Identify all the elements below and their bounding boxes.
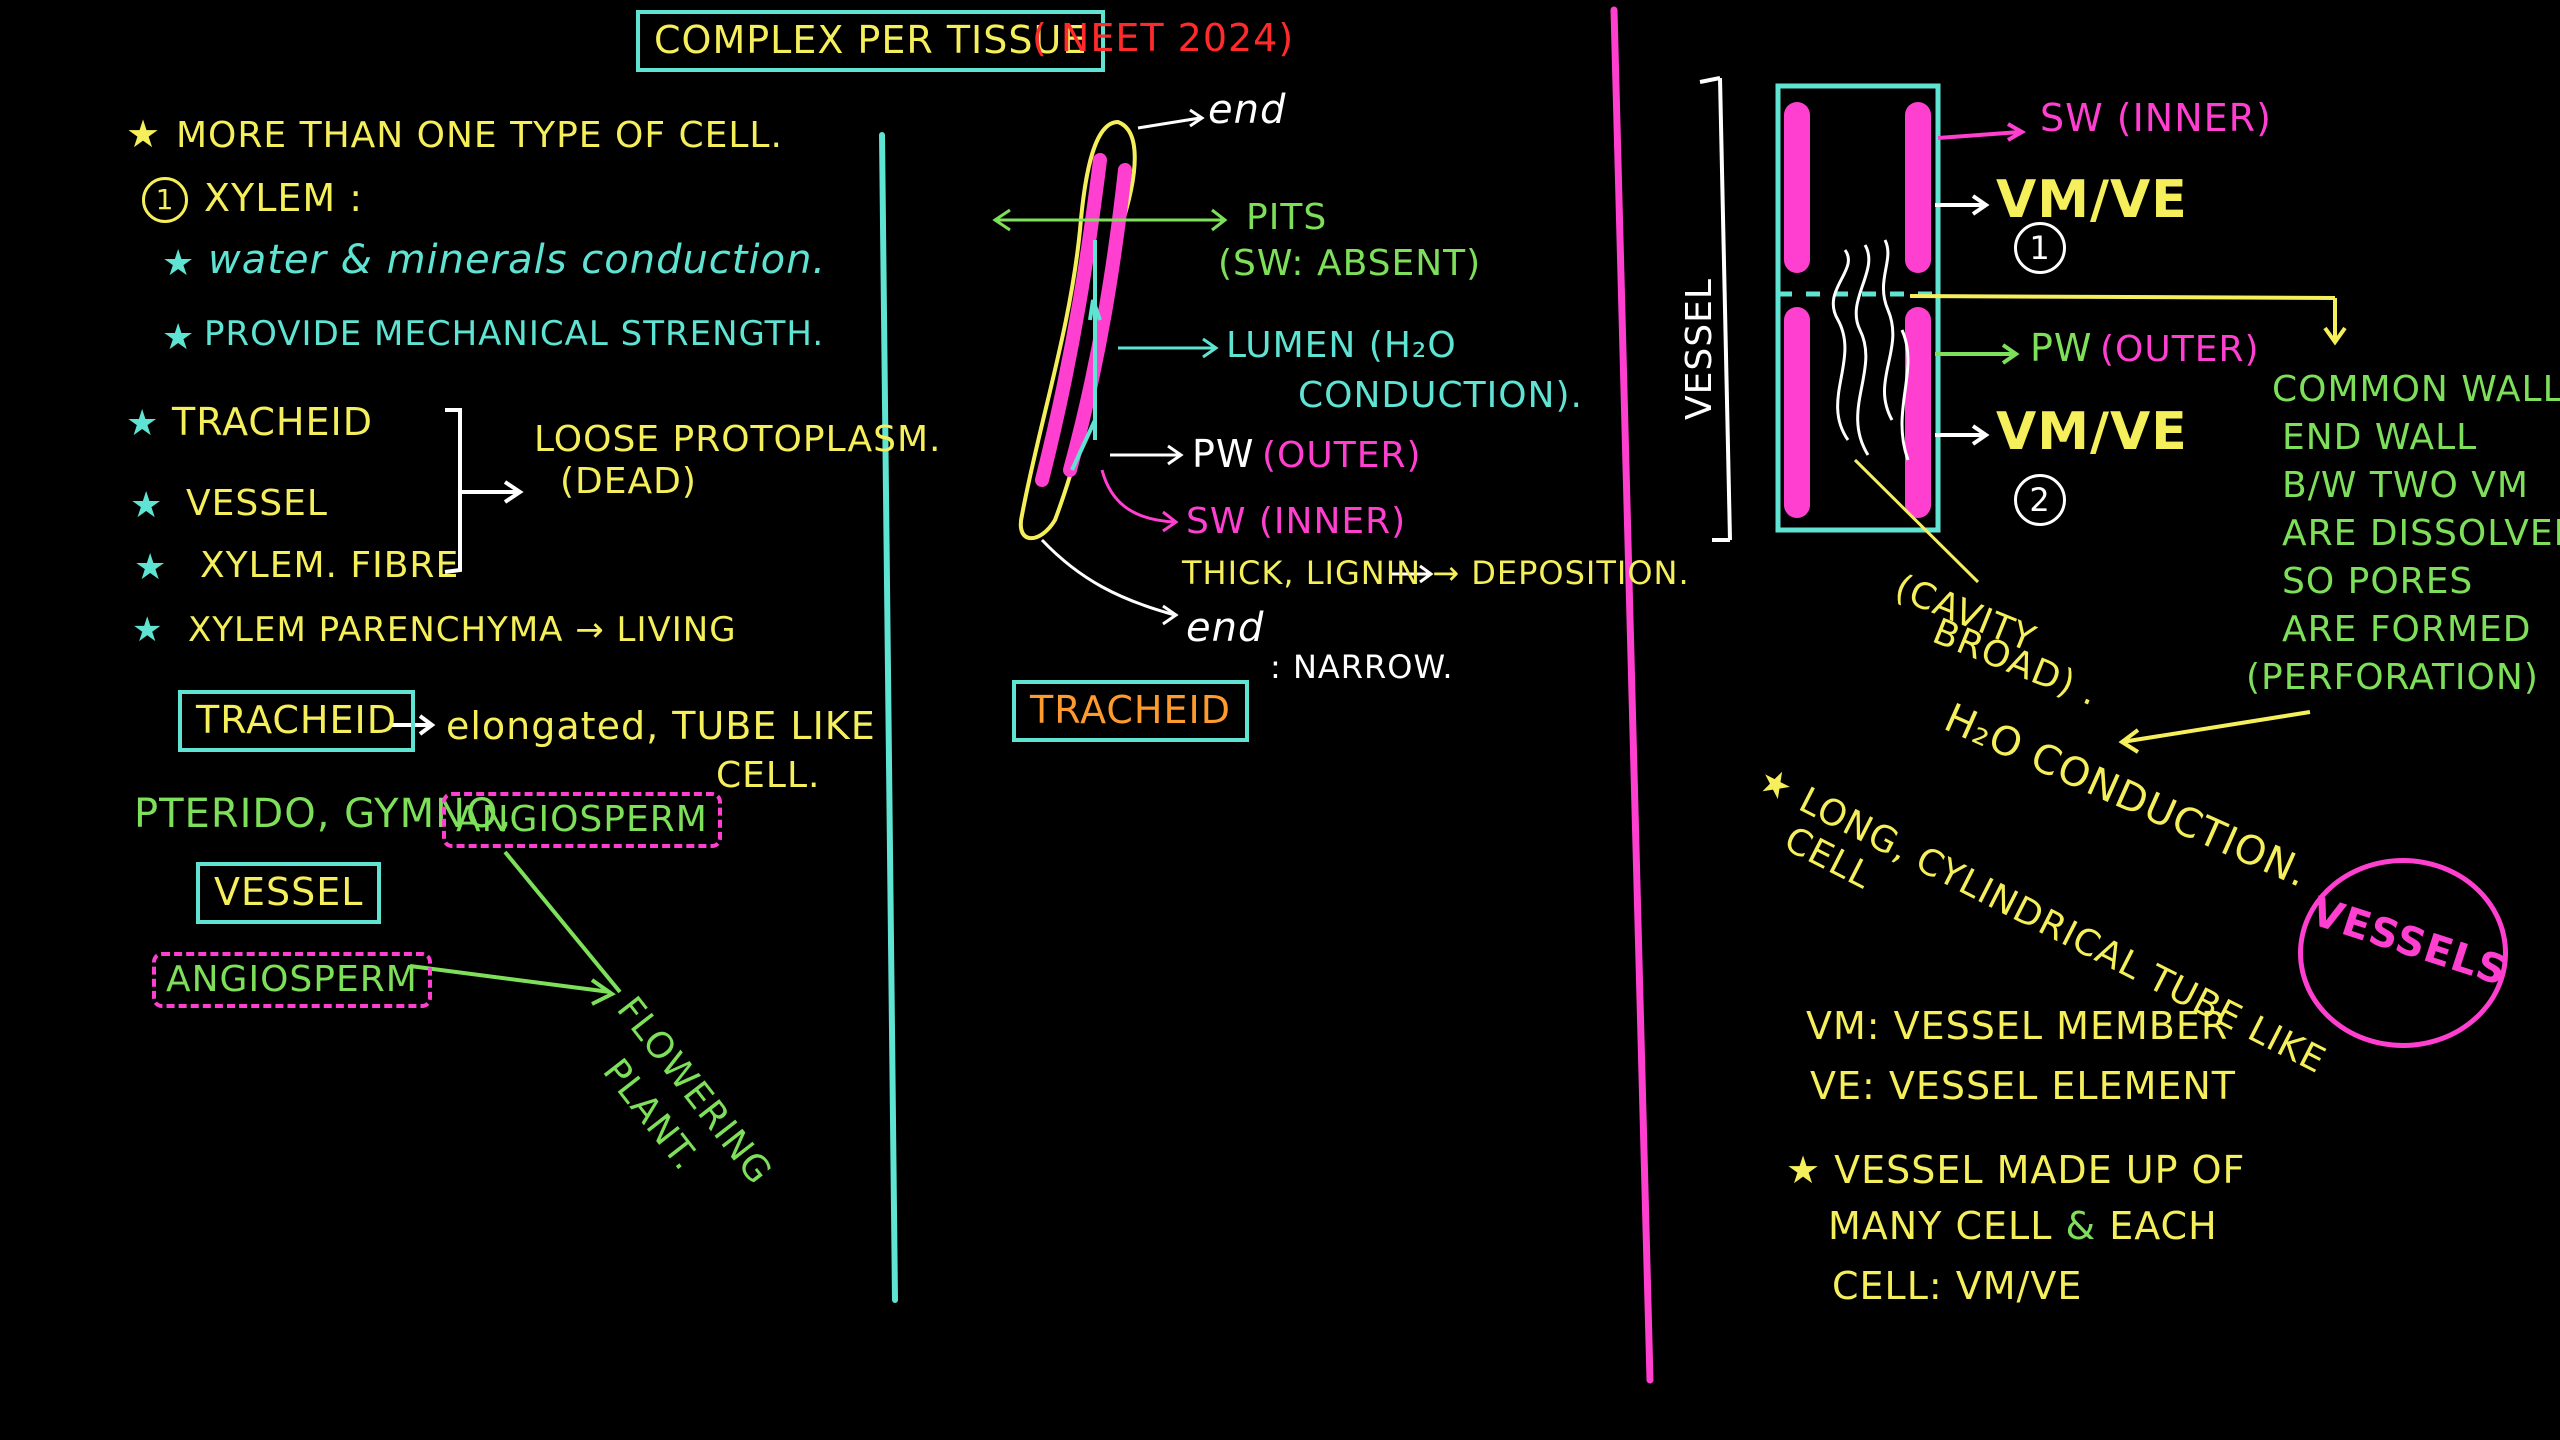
- star-icon: ★: [126, 112, 162, 156]
- star-icon: ★: [126, 403, 160, 444]
- tracheid-desc-line2: CELL.: [716, 755, 821, 796]
- vessel-angiosperm: ANGIOSPERM: [152, 952, 432, 1008]
- num-1-badge: 1: [2014, 222, 2066, 274]
- groups-angiosperm: ANGIOSPERM: [442, 792, 722, 848]
- thick-lignin: THICK, LIGNIN → DEPOSITION.: [1182, 554, 1690, 592]
- pw-label: PW: [1192, 432, 1255, 476]
- arrow-vessel-flowering: [409, 964, 611, 994]
- sw-inner: SW (INNER): [1186, 501, 1407, 542]
- pw-outer: (OUTER): [1262, 435, 1422, 476]
- list-tracheid: TRACHEID: [172, 400, 373, 444]
- common-wall-line: B/W TWO VM: [2282, 465, 2529, 506]
- common-wall-line: (PERFORATION): [2246, 657, 2539, 698]
- vessel-vertical: VESSEL: [1679, 278, 1720, 420]
- end-top: end: [1208, 87, 1287, 133]
- lumen-conduction: CONDUCTION).: [1298, 375, 1583, 416]
- star-icon: ★: [162, 317, 196, 358]
- exam-tag: ( NEET 2024): [1032, 16, 1295, 60]
- arrow-angio-flowering: [503, 850, 622, 994]
- common-wall-line: SO PORES: [2282, 561, 2474, 602]
- cell-vmve: CELL: VM/VE: [1832, 1264, 2083, 1308]
- xylem-point-water: water & minerals conduction.: [208, 237, 827, 283]
- bullet-more-cell: MORE THAN ONE TYPE OF CELL.: [176, 115, 783, 156]
- star-icon: ★: [130, 485, 164, 526]
- circle-num-1: 1: [142, 176, 188, 223]
- list-xylem-parenchyma: XYLEM PARENCHYMA → LIVING: [188, 610, 737, 650]
- divider-left-teal: [879, 132, 898, 1303]
- star-icon: ★: [134, 547, 168, 588]
- pits-label: PITS: [1246, 197, 1328, 238]
- lumen-label: LUMEN (H₂O: [1226, 325, 1457, 366]
- list-vessel: VESSEL: [186, 483, 328, 524]
- ve-definition: VE: VESSEL ELEMENT: [1810, 1064, 2237, 1108]
- divider-right-pink: [1610, 6, 1654, 1384]
- pw-outer-right: (OUTER): [2100, 329, 2260, 370]
- many-cell-each: MANY CELL & EACH: [1828, 1204, 2218, 1248]
- vmve-2: VM/VE: [1996, 402, 2188, 462]
- common-wall-line: COMMON WALL/: [2272, 369, 2560, 410]
- pw-right: PW: [2030, 326, 2093, 370]
- vessel-outline: [1775, 83, 1941, 533]
- list-xylem-fibre: XYLEM. FIBRE: [200, 545, 460, 586]
- vessel-made-up: ★ VESSEL MADE UP OF: [1786, 1148, 2246, 1192]
- end-narrow: : NARROW.: [1270, 648, 1454, 686]
- xylem-point-strength: PROVIDE MECHANICAL STRENGTH.: [204, 314, 825, 354]
- pits-sw-absent: (SW: ABSENT): [1218, 243, 1482, 284]
- star-icon: ★: [162, 243, 196, 284]
- group-note-protoplasm: LOOSE PROTOPLASM.: [534, 419, 942, 460]
- tracheid-desc-line1: elongated, TUBE LIKE: [446, 704, 876, 748]
- common-wall-line: ARE FORMED: [2282, 609, 2532, 650]
- vessels-badge: [2298, 858, 2508, 1048]
- common-wall-line: ARE DISSOLVED: [2282, 513, 2560, 554]
- sw-inner-right: SW (INNER): [2040, 96, 2272, 140]
- page-title: COMPLEX PER TISSUE: [636, 10, 1106, 72]
- tracheid-label: TRACHEID: [1012, 680, 1249, 742]
- group-note-dead: (DEAD): [560, 461, 697, 502]
- tracheid-box: TRACHEID: [178, 690, 415, 752]
- end-bottom: end: [1186, 605, 1265, 651]
- common-wall-line: END WALL: [2282, 417, 2478, 458]
- vm-definition: VM: VESSEL MEMBER: [1806, 1004, 2229, 1048]
- vmve-1: VM/VE: [1996, 170, 2188, 230]
- vessel-box: VESSEL: [196, 862, 382, 924]
- num-2-badge: 2: [2014, 474, 2066, 526]
- xylem-heading: XYLEM :: [204, 176, 364, 220]
- star-icon: ★: [132, 610, 164, 650]
